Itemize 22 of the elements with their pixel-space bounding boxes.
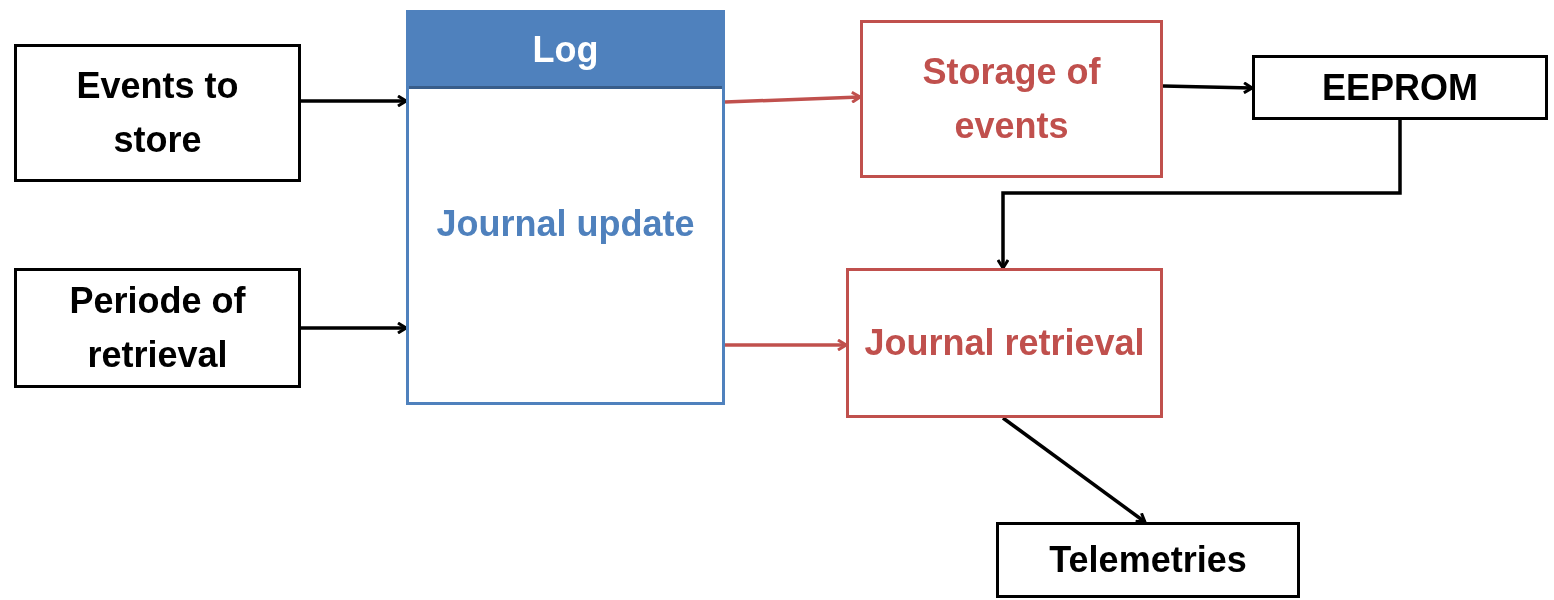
header-band: Log: [409, 13, 722, 89]
box-text: Telemetries: [1049, 538, 1247, 582]
process-box: [860, 20, 1163, 178]
arrow: [996, 120, 1402, 270]
box-text: EEPROM: [1322, 65, 1478, 110]
process-box: [1252, 55, 1548, 120]
arrow: [1162, 81, 1254, 95]
box-text: Periode of retrieval: [68, 279, 247, 377]
box-text: Journal update: [436, 202, 695, 246]
process-box: [14, 44, 301, 182]
arrow: [725, 338, 848, 352]
box-text: Journal retrieval: [864, 321, 1145, 365]
box-text: Events to store: [75, 64, 240, 162]
box-text: Storage of events: [921, 50, 1102, 148]
process-box: [996, 522, 1300, 598]
arrow: [724, 90, 862, 104]
process-box: [14, 268, 301, 388]
arrow: [1001, 416, 1147, 524]
process-box: [406, 10, 725, 405]
arrow: [301, 321, 408, 335]
process-box: [846, 268, 1163, 418]
arrow: [301, 94, 408, 108]
